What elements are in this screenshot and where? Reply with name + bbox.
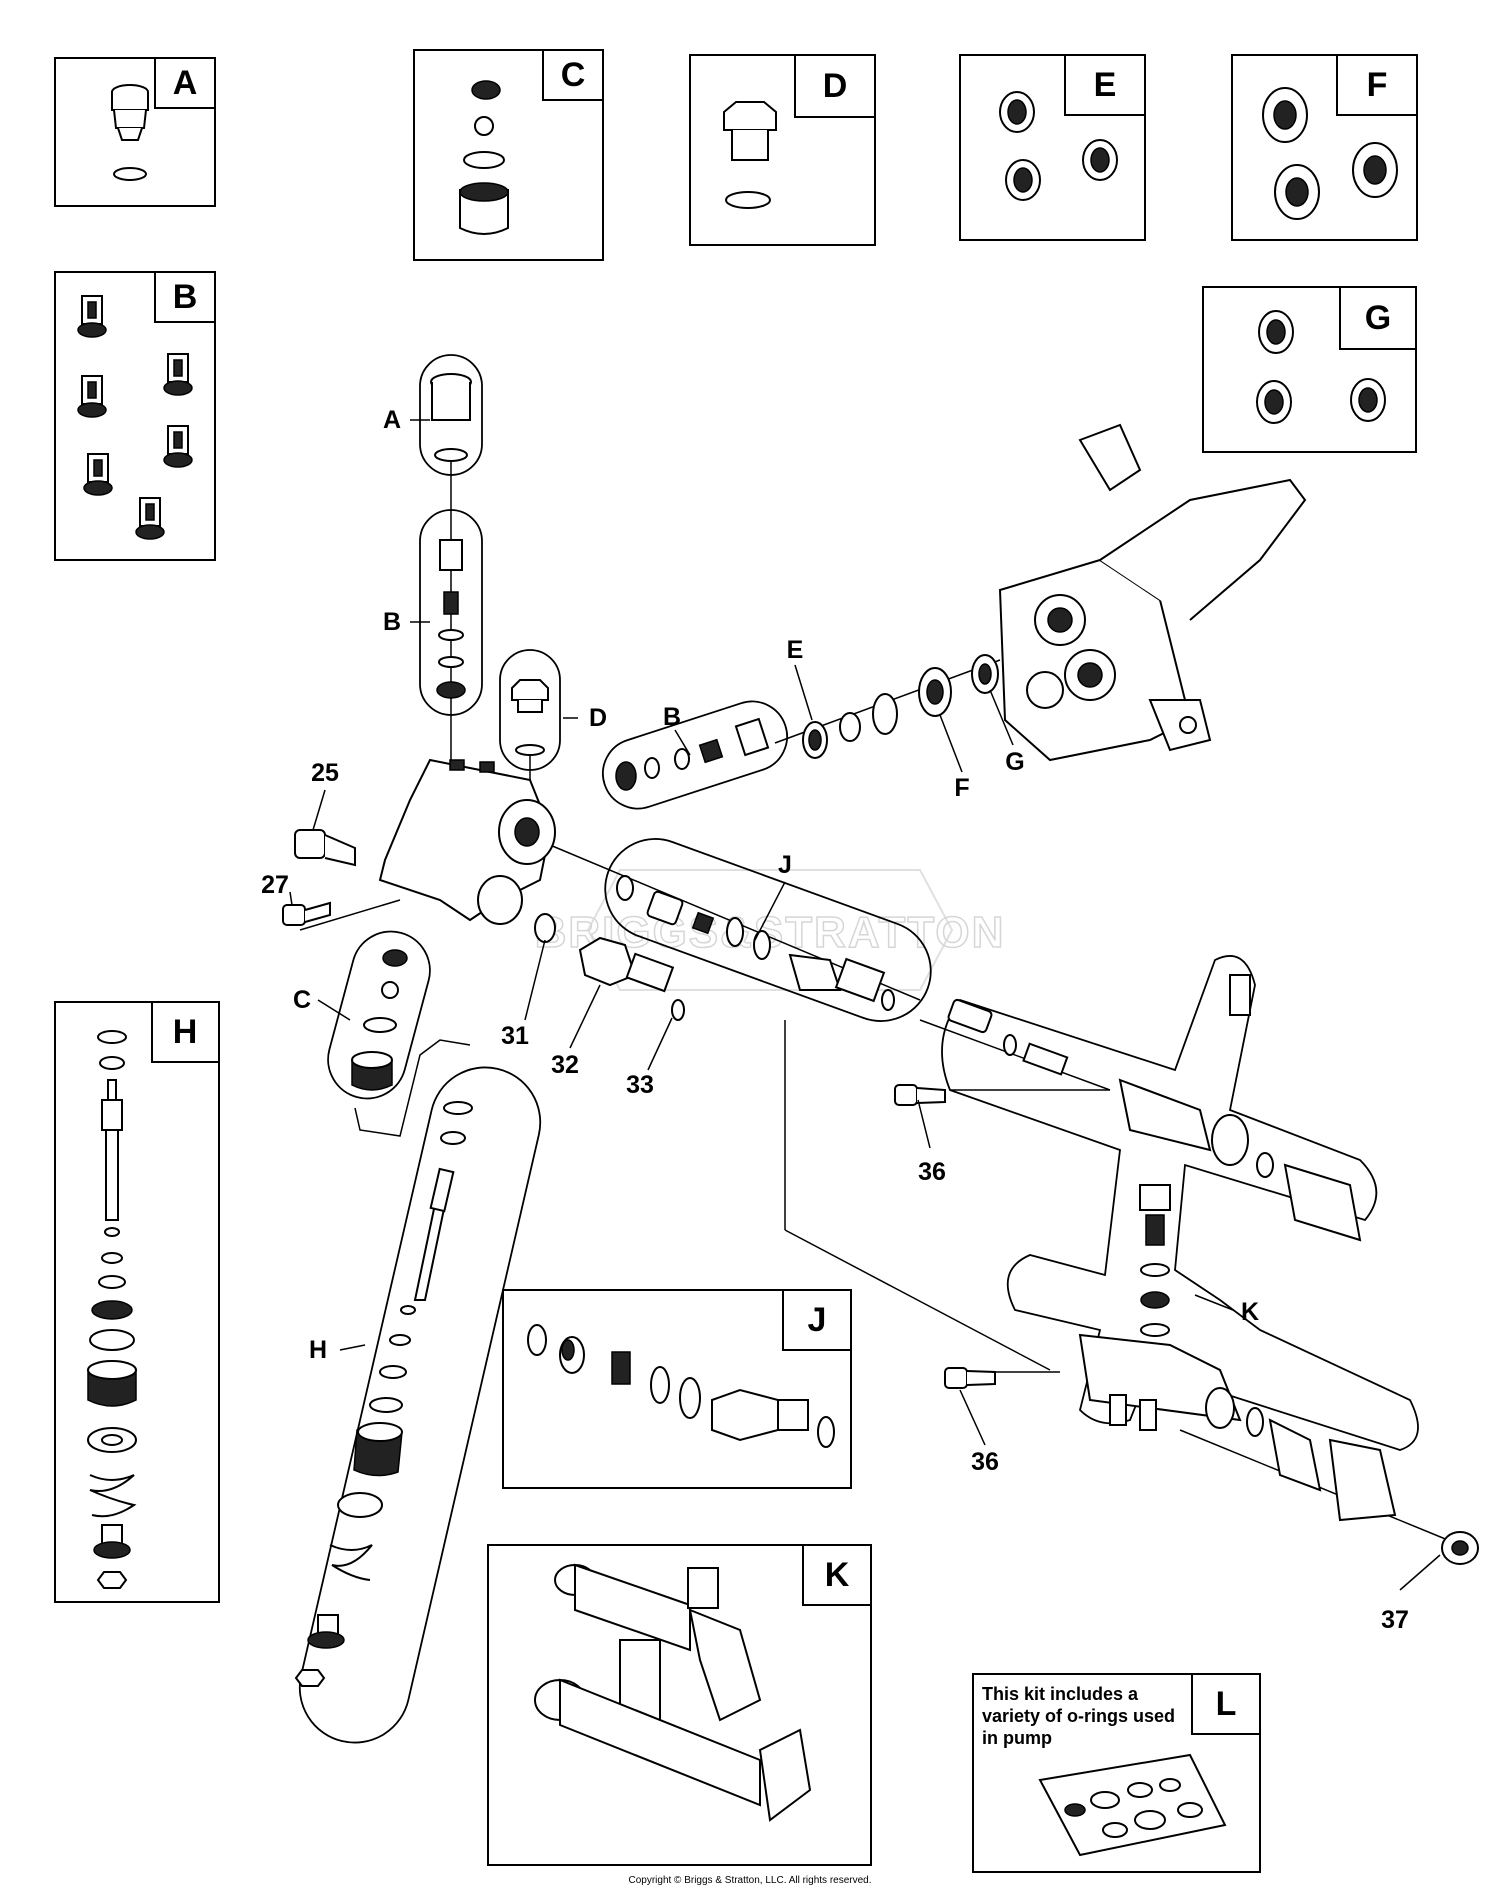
- pill-group-j: [604, 838, 932, 1022]
- callout-labels: A B D B E F G 25 27 J C 31 32 33 36 36 K…: [261, 406, 1409, 1634]
- part-36-bolt-lower: [944, 1367, 996, 1389]
- copyright-text: Copyright © Briggs & Stratton, LLC. All …: [628, 1875, 871, 1886]
- callout-j: J: [778, 851, 792, 879]
- pump-manifold-head: [378, 758, 556, 925]
- kit-e-label: E: [1094, 66, 1117, 104]
- callout-31: 31: [501, 1022, 529, 1050]
- part-37-cap: [1441, 1531, 1479, 1565]
- callout-25: 25: [311, 759, 339, 787]
- callout-a: A: [383, 406, 401, 434]
- kit-a-label: A: [173, 64, 198, 102]
- part-32-fitting: [578, 936, 675, 993]
- kit-g-seals: [1256, 310, 1386, 424]
- part-36-bolt-upper: [894, 1084, 946, 1106]
- kit-f-label: F: [1367, 66, 1388, 104]
- kit-e-seals: [999, 91, 1118, 201]
- callout-27: 27: [261, 871, 289, 899]
- assembly-lines: [299, 460, 1461, 1546]
- kit-j-parts: [527, 1324, 835, 1448]
- callout-k: K: [1241, 1298, 1259, 1326]
- kit-l-label: L: [1216, 1685, 1237, 1723]
- kit-c-label: C: [561, 56, 586, 94]
- pump-housing: [998, 423, 1307, 762]
- kit-box-c[interactable]: C: [413, 49, 604, 261]
- pill-group-d: [499, 649, 561, 771]
- kit-box-f[interactable]: F: [1231, 54, 1418, 241]
- kit-box-l[interactable]: L This kit includes a variety of o-rings…: [972, 1673, 1261, 1873]
- kit-l-text-line-3: in pump: [982, 1728, 1052, 1748]
- callout-36-upper: 36: [918, 1158, 946, 1186]
- kit-box-a[interactable]: A: [54, 57, 216, 207]
- kit-box-d[interactable]: D: [689, 54, 876, 246]
- part-33-o-ring: [671, 999, 685, 1021]
- kit-f-seals: [1262, 87, 1398, 220]
- kit-h-parts: [87, 1030, 137, 1589]
- kit-b-label: B: [173, 278, 198, 316]
- callout-32: 32: [551, 1051, 579, 1079]
- pill-group-b-horizontal: [602, 700, 788, 810]
- callout-37: 37: [1381, 1606, 1409, 1634]
- o-ring-bag: [1038, 1753, 1227, 1857]
- kit-box-k[interactable]: K: [487, 1544, 872, 1866]
- kit-box-j[interactable]: J: [502, 1289, 852, 1489]
- kit-l-text-line-1: This kit includes a: [982, 1684, 1139, 1704]
- kit-k-label: K: [825, 1556, 850, 1594]
- part-27-bolt: [282, 901, 331, 926]
- kit-box-b[interactable]: B: [54, 271, 216, 561]
- pill-group-a: [419, 354, 483, 476]
- kit-box-g[interactable]: G: [1202, 286, 1417, 453]
- callout-b-vertical: B: [383, 608, 401, 636]
- callout-33: 33: [626, 1071, 654, 1099]
- kit-a-parts: [111, 84, 149, 181]
- callout-c: C: [293, 986, 311, 1014]
- seals-on-axis: [802, 654, 999, 759]
- callout-g: G: [1005, 748, 1024, 776]
- part-25-plug: [294, 829, 356, 867]
- kit-d-label: D: [823, 67, 848, 105]
- kit-box-h[interactable]: H: [54, 1001, 220, 1603]
- kit-c-parts: [459, 80, 509, 235]
- c-group-leader: [354, 1039, 471, 1137]
- pill-group-k: [941, 955, 1419, 1522]
- kit-k-manifold: [534, 1563, 812, 1822]
- kit-h-label: H: [173, 1013, 198, 1051]
- pill-group-h: [294, 1066, 542, 1744]
- kit-box-e[interactable]: E: [959, 54, 1146, 241]
- kit-g-label: G: [1365, 299, 1391, 337]
- callout-36-lower: 36: [971, 1448, 999, 1476]
- kit-b-valves: [77, 295, 193, 540]
- kit-d-parts: [723, 101, 777, 209]
- callout-h: H: [309, 1336, 327, 1364]
- kit-j-label: J: [808, 1301, 827, 1339]
- callout-e: E: [787, 636, 804, 664]
- callout-d: D: [589, 704, 607, 732]
- part-31-o-ring: [534, 913, 556, 943]
- pill-group-c: [327, 930, 431, 1100]
- callout-leaders: [289, 419, 1441, 1591]
- callout-f: F: [954, 774, 969, 802]
- callout-b-horizontal: B: [663, 703, 681, 731]
- pill-group-b: [419, 509, 483, 716]
- kit-l-text-line-2: variety of o-rings used: [982, 1706, 1175, 1726]
